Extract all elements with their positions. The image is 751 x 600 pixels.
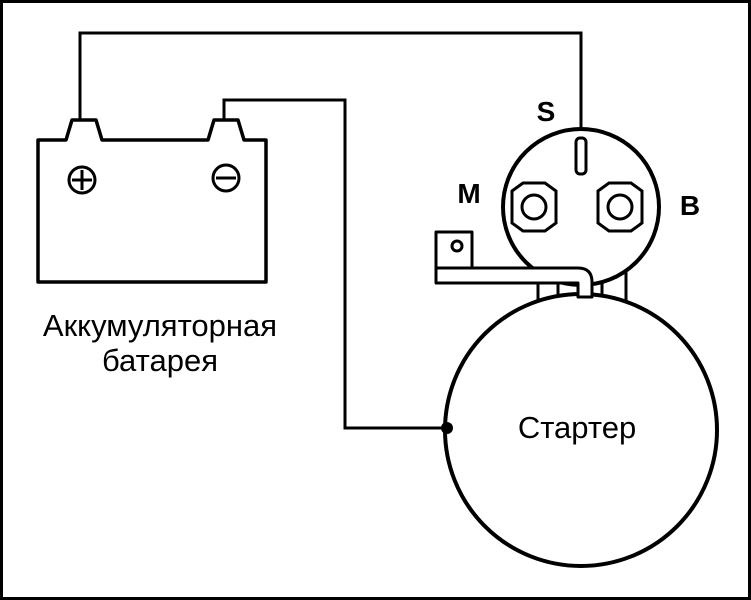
battery — [36, 118, 268, 284]
solenoid — [434, 127, 661, 299]
m-terminal-nut-icon — [510, 181, 558, 233]
b-terminal-nut-icon — [596, 181, 644, 233]
starter-label: Стартер — [518, 410, 636, 445]
terminal-m-label: M — [457, 178, 480, 209]
s-terminal-pin — [574, 136, 588, 176]
battery-label-line1: Аккумуляторная — [43, 308, 277, 343]
terminal-s-label: S — [537, 96, 556, 127]
negative-terminal-icon — [211, 163, 241, 193]
m-terminal-strap — [434, 230, 594, 299]
terminal-b-label: B — [680, 190, 700, 221]
m-terminal-strap-hole — [450, 239, 464, 253]
wire-positive-to-s — [78, 31, 583, 138]
battery-body — [36, 118, 268, 284]
wire-negative-to-starter — [222, 98, 447, 430]
battery-label-line2: батарея — [102, 343, 218, 378]
positive-terminal-icon — [67, 165, 97, 195]
ground-connection-dot — [441, 422, 453, 434]
